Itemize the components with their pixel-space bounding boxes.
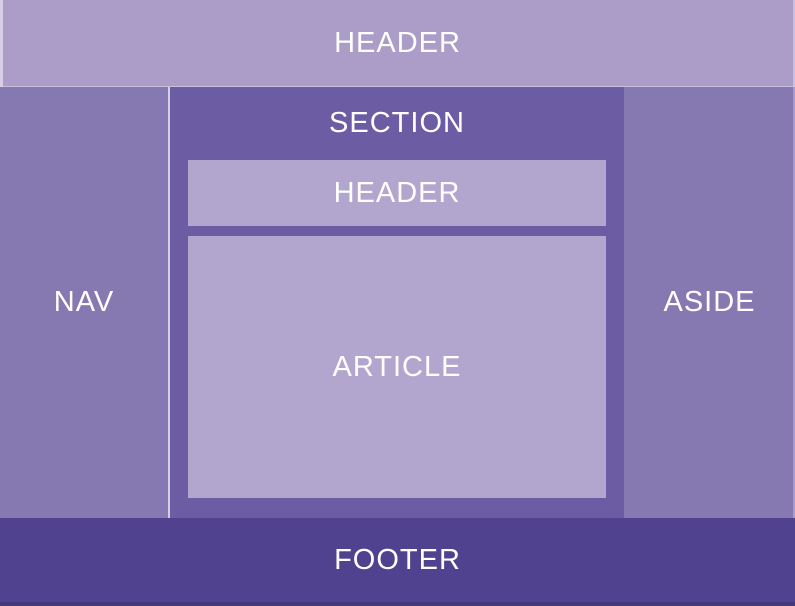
aside-block: ASIDE [624,87,795,518]
nav-label: NAV [53,286,115,318]
section-title-row: SECTION [170,87,624,160]
page-header-label: HEADER [334,27,461,59]
section-header-block: HEADER [188,160,606,226]
nav-block: NAV [0,87,168,518]
section-header-label: HEADER [333,176,461,209]
article-label: ARTICLE [332,350,462,383]
footer-label: FOOTER [334,543,461,576]
section-block: SECTION HEADER ARTICLE [170,87,624,518]
page-header-block: HEADER [0,0,795,87]
section-label: SECTION [329,107,465,139]
footer-block: FOOTER [0,518,795,606]
aside-label: ASIDE [663,286,756,318]
nav-section-divider [168,87,170,518]
article-block: ARTICLE [188,236,606,498]
middle-band: NAV SECTION HEADER ARTICLE ASIDE [0,87,795,518]
